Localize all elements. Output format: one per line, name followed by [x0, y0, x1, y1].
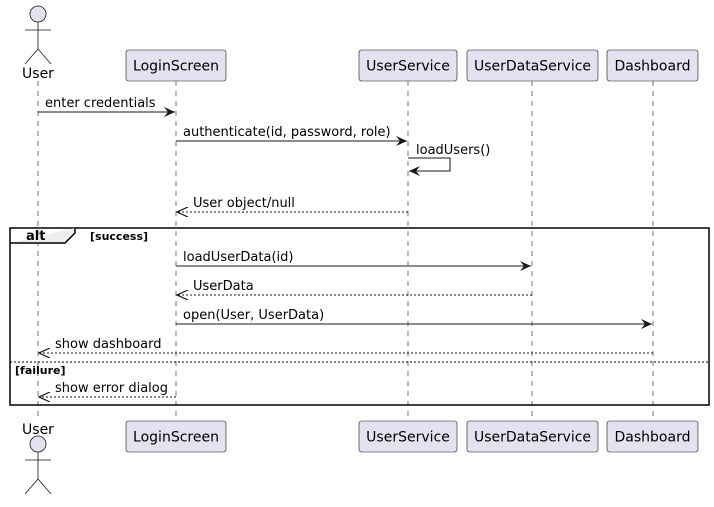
- actor-leg-left-icon: [24, 478, 39, 495]
- participant-login-top: LoginScreen: [125, 49, 227, 82]
- participant-user-top: User: [22, 5, 54, 82]
- participant-label-login: LoginScreen: [133, 59, 219, 75]
- message-label: authenticate(id, password, role): [183, 125, 391, 140]
- participant-label-user: User: [22, 66, 54, 82]
- message-2: authenticate(id, password, role): [176, 125, 407, 146]
- alt-keyword: alt: [26, 229, 45, 244]
- message-label: enter credentials: [45, 96, 156, 111]
- participant-label-dash: Dashboard: [615, 430, 691, 446]
- participant-label-login: LoginScreen: [133, 430, 219, 446]
- actor-leg-right-icon: [37, 48, 52, 65]
- participant-login-bottom: LoginScreen: [125, 420, 227, 453]
- guard-failure: [failure]: [15, 364, 66, 377]
- participant-box: [125, 49, 227, 82]
- message-label: UserData: [193, 279, 254, 294]
- message-label: show error dialog: [55, 381, 168, 396]
- participant-dash-bottom: Dashboard: [606, 420, 699, 453]
- message-3: loadUsers(): [408, 143, 490, 176]
- message-label: show dashboard: [55, 337, 162, 352]
- message-9: show error dialog: [39, 381, 176, 397]
- message-8: show dashboard: [39, 337, 653, 353]
- participant-label-datasvc: UserDataService: [474, 59, 591, 75]
- actor-leg-left-icon: [24, 48, 39, 65]
- participant-label-usersvc: UserService: [366, 430, 450, 446]
- participant-box: [606, 420, 699, 453]
- alt-frame-tab: [10, 228, 76, 244]
- participant-label-usersvc: UserService: [366, 59, 450, 75]
- message-label: User object/null: [193, 196, 295, 211]
- participant-datasvc-bottom: UserDataService: [466, 420, 599, 453]
- message-label: loadUsers(): [416, 143, 490, 158]
- guard-success: [success]: [90, 230, 148, 243]
- participant-datasvc-top: UserDataService: [466, 49, 599, 82]
- participant-usersvc-bottom: UserService: [358, 420, 458, 453]
- actor-leg-right-icon: [37, 478, 52, 495]
- self-message-arrow: [408, 157, 451, 176]
- participant-box: [606, 49, 699, 82]
- participant-usersvc-top: UserService: [358, 49, 458, 82]
- participant-dash-top: Dashboard: [606, 49, 699, 82]
- participant-box: [466, 420, 599, 453]
- participant-label-dash: Dashboard: [615, 59, 691, 75]
- actor-head-icon: [29, 435, 47, 453]
- message-7: open(User, UserData): [176, 308, 652, 329]
- message-1: enter credentials: [38, 96, 175, 117]
- participant-box: [125, 420, 227, 453]
- actor-head-icon: [29, 5, 47, 23]
- participant-label-datasvc: UserDataService: [474, 430, 591, 446]
- message-4: User object/null: [177, 196, 408, 212]
- participant-box: [466, 49, 599, 82]
- participant-user-bottom: User: [22, 422, 54, 495]
- participant-box: [358, 420, 458, 453]
- message-label: open(User, UserData): [183, 308, 324, 323]
- participant-label-user: User: [22, 422, 54, 438]
- alt-frame: [9, 227, 710, 406]
- message-6: UserData: [177, 279, 532, 295]
- message-label: loadUserData(id): [183, 250, 293, 265]
- participant-box: [358, 49, 458, 82]
- message-5: loadUserData(id): [176, 250, 531, 271]
